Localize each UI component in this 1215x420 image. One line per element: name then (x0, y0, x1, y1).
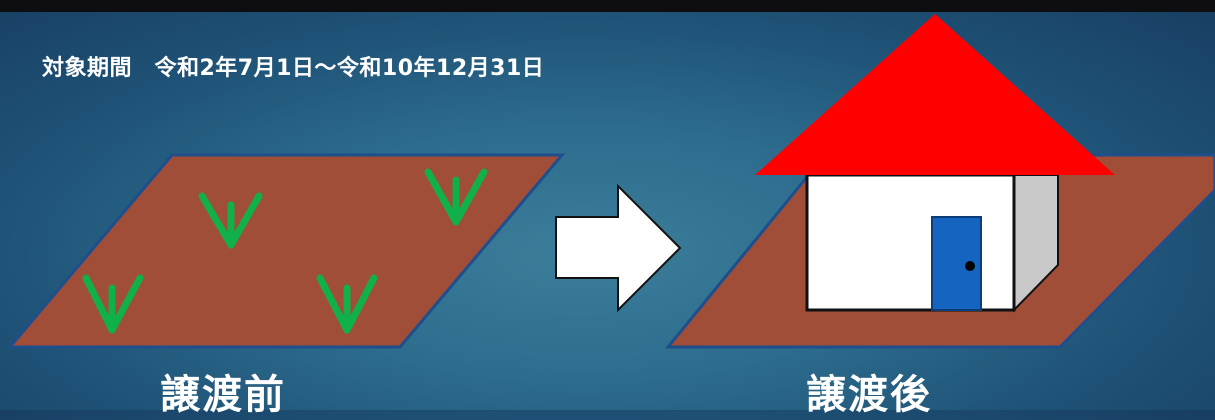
sprout-icon (424, 168, 488, 226)
diagram-canvas (6, 14, 1215, 349)
farmland-before (6, 153, 566, 349)
house-icon (755, 14, 1115, 313)
caption-before-transfer: 譲渡前 (160, 372, 286, 418)
caption-after-transfer: 譲渡後 (806, 372, 932, 418)
sprout-icon (198, 192, 263, 249)
top-bar (0, 0, 1215, 12)
sprout-icon (316, 274, 378, 334)
land-plot-before (6, 153, 566, 349)
house-roof (755, 14, 1115, 175)
house-lot-after (664, 14, 1215, 349)
right-arrow-icon (555, 183, 682, 313)
sprout-icon (82, 274, 144, 334)
period-text: 対象期間 令和2年7月1日～令和10年12月31日 (42, 56, 545, 81)
house-front-wall (805, 173, 1016, 312)
door-knob (965, 261, 975, 271)
